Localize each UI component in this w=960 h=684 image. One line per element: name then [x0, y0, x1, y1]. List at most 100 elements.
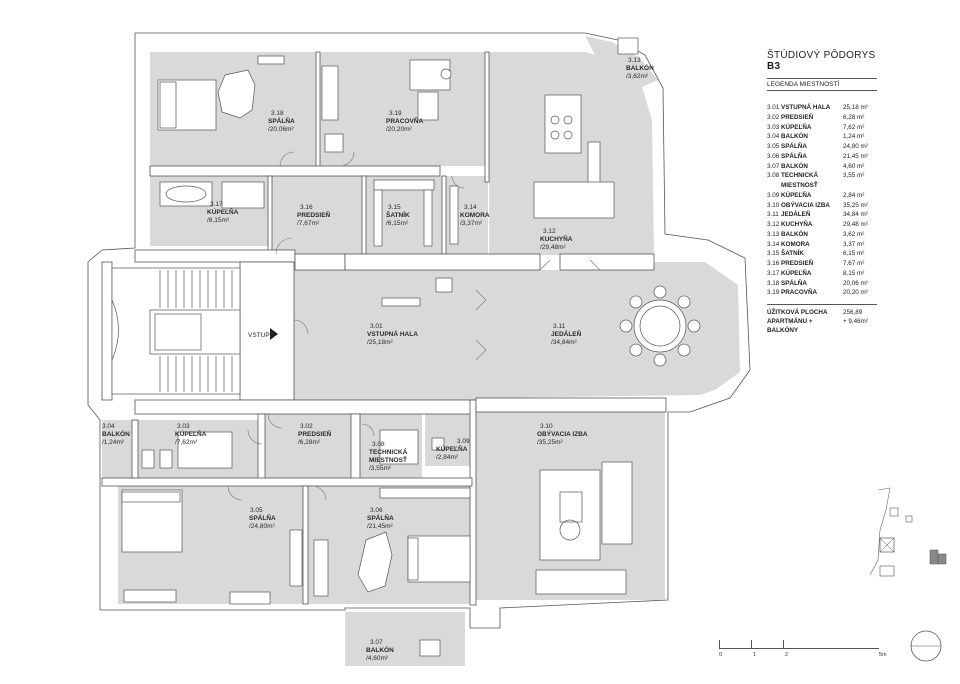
legend-row-area: 3,62 m²	[843, 230, 865, 238]
room-3-08-label: 3.08 TECHNICKÁ MIESTNOSŤ /3,55m²	[369, 441, 408, 472]
svg-text:3.12: 3.12	[543, 228, 556, 235]
doors	[227, 151, 601, 501]
svg-text:3.05: 3.05	[250, 507, 263, 514]
room-3-10-label: 3.10 OBÝVACIA IZBA /35,25m²	[537, 423, 588, 446]
legend-row-num: 3.03	[767, 123, 780, 131]
legend-row-num: 3.07	[767, 162, 780, 170]
svg-text:/4,60m²: /4,60m²	[366, 655, 389, 662]
room-3-16-label: 3.16 PREDSIEŇ /7,67m²	[297, 204, 331, 227]
legend-row-num: 3.10	[767, 201, 780, 209]
legend-row-num: 3.01	[767, 104, 780, 111]
legend-row-area: 35,25 m²	[843, 201, 868, 209]
legend-row-area: 21,45 m²	[843, 152, 868, 160]
svg-text:3.08: 3.08	[372, 441, 385, 448]
legend-row-num: 3.14	[767, 240, 780, 248]
interior-walls	[101, 51, 667, 606]
svg-text:PREDSIEŇ: PREDSIEŇ	[298, 429, 332, 438]
legend-row-num: 3.02	[767, 113, 780, 121]
svg-text:3.06: 3.06	[370, 507, 383, 514]
svg-text:3.14: 3.14	[464, 204, 477, 211]
legend-row-area: 6,28 m²	[843, 113, 865, 121]
svg-text:/34,84m²: /34,84m²	[551, 339, 577, 346]
svg-text:/29,48m²: /29,48m²	[540, 244, 566, 251]
legend-row-num: 3.08	[767, 172, 780, 180]
dining-chair	[653, 353, 667, 367]
svg-text:/8,15m²: /8,15m²	[207, 217, 230, 224]
svg-text:3.19: 3.19	[389, 110, 402, 117]
legend-row-num: 3.06	[767, 152, 780, 160]
legend-row-name: SPÁLŇA	[781, 279, 807, 287]
svg-text:3.17: 3.17	[210, 201, 223, 208]
legend-row-name: PREDSIEŇ	[781, 113, 814, 121]
legend-subtitle: LEGENDA MIESTNOSTÍ	[767, 78, 877, 91]
legend-row-area: 3,55 m²	[843, 172, 865, 180]
legend-row-name: KÚPEĽŇA	[781, 269, 812, 277]
legend-row-num: 3.12	[767, 221, 780, 228]
svg-text:3.04: 3.04	[102, 423, 115, 430]
room-3-14-label: 3.14 KOMORA /3,37m²	[460, 204, 490, 227]
legend-row-num: 3.13	[767, 230, 780, 238]
legend-row-num: 3.19	[767, 289, 780, 297]
svg-text:3.18: 3.18	[271, 110, 284, 117]
room-3-17-label: 3.17 KÚPEĽŇA /8,15m²	[207, 201, 239, 224]
svg-text:3.03: 3.03	[177, 423, 190, 430]
svg-text:VSTUPNÁ HALA: VSTUPNÁ HALA	[367, 329, 418, 338]
room-3-02-label: 3.02 PREDSIEŇ /6,28m²	[298, 423, 332, 446]
legend-row-area: 1,24 m²	[843, 133, 865, 141]
legend-row-area: 7,67 m²	[843, 260, 865, 267]
legend-row-area: 20,20 m²	[843, 289, 868, 297]
svg-text:KÚPEĽŇA: KÚPEĽŇA	[207, 207, 239, 216]
svg-text:/1,24m²: /1,24m²	[102, 439, 125, 446]
north-arrow-icon	[910, 630, 942, 662]
legend-row-area: 2,84 m²	[843, 191, 865, 199]
furniture	[121, 37, 701, 657]
scale-bar: 0 1 2 5m	[717, 640, 897, 660]
staircase	[111, 267, 241, 395]
svg-text:KÚPEĽŇA: KÚPEĽŇA	[436, 444, 468, 453]
svg-text:/35,25m²: /35,25m²	[537, 439, 563, 446]
svg-text:MIESTNOSŤ: MIESTNOSŤ	[369, 455, 407, 464]
room-3-12-label: 3.12 KUCHYŇA /29,48m²	[540, 228, 573, 251]
legend-row-area: 34,84 m²	[843, 211, 868, 219]
svg-text:SPÁLŇA: SPÁLŇA	[249, 513, 276, 522]
svg-text:3.01: 3.01	[370, 323, 383, 330]
legend-row-name: KUCHYŇA	[781, 221, 813, 228]
legend-row-name: SPÁLŇA	[781, 143, 807, 150]
svg-text:ŠATNÍK: ŠATNÍK	[386, 210, 410, 219]
legend-row-area: 25,18 m²	[843, 104, 868, 111]
svg-text:/7,67m²: /7,67m²	[297, 220, 320, 227]
svg-text:TECHNICKÁ: TECHNICKÁ	[369, 447, 408, 456]
room-3-13-label: 3.13 BALKÓN /3,62m²	[626, 57, 654, 80]
room-3-04-label: 3.04 BALKÓN /1,24m²	[102, 423, 130, 446]
dining-chair	[653, 285, 667, 299]
room-3-19-label: 3.19 PRACOVŇA /20,20m²	[386, 110, 424, 133]
svg-text:BALKÓN: BALKÓN	[626, 63, 654, 72]
svg-text:/20,06m²: /20,06m²	[268, 126, 294, 133]
legend-row-name: TECHNICKÁ MIESTNOSŤ	[781, 172, 819, 189]
legend-row-num: 3.16	[767, 260, 780, 267]
room-3-09-label: 3.09 KÚPEĽŇA /2,84m²	[436, 438, 470, 461]
dining-chair	[677, 343, 691, 357]
room-3-05-label: 3.05 SPÁLŇA /24,80m²	[249, 507, 276, 530]
entrance-label: VSTUP	[248, 332, 270, 339]
svg-text:3.16: 3.16	[300, 204, 313, 211]
entrance-arrow	[270, 328, 278, 340]
legend-row-name: ŠATNÍK	[781, 250, 804, 258]
site-plan-icon	[869, 487, 947, 577]
legend-row-name: BALKÓN	[781, 133, 808, 141]
legend-row-name: SPÁLŇA	[781, 152, 807, 160]
dining-chair	[629, 295, 643, 309]
svg-text:KÚPEĽŇA: KÚPEĽŇA	[175, 429, 207, 438]
room-3-06-label: 3.06 SPÁLŇA /21,45m²	[367, 507, 394, 530]
svg-text:3.10: 3.10	[540, 423, 553, 430]
dining-chair	[687, 319, 701, 333]
legend-row-area: 7,62 m²	[843, 123, 865, 131]
